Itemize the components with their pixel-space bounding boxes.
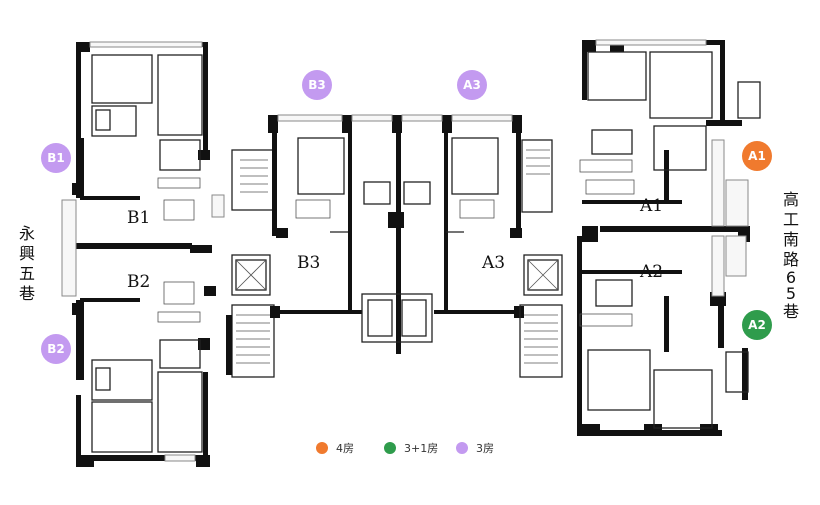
- badge-a2: A2: [742, 310, 772, 340]
- wing-left: [61, 41, 225, 467]
- legend-label: 3+1房: [404, 442, 439, 455]
- street-west: 永 興 五 巷: [16, 224, 38, 304]
- legend-dot: [384, 442, 396, 454]
- legend-item-4-room: 4房: [316, 440, 354, 456]
- badge-b3: B3: [302, 70, 332, 100]
- street-east-char: 高: [782, 190, 799, 209]
- badge-a3: A3: [457, 70, 487, 100]
- street-east-char: 工: [782, 210, 799, 229]
- badge-a1: A1: [742, 141, 772, 171]
- legend-item-3-room: 3房: [456, 440, 494, 456]
- street-east-char: 南: [782, 230, 799, 249]
- wing-right: [577, 39, 761, 436]
- legend-label: 3房: [476, 442, 494, 455]
- core-right: [519, 139, 563, 378]
- unit-label-b3: B3: [297, 253, 321, 273]
- badge-b2: B2: [41, 334, 71, 364]
- legend-dot: [316, 442, 328, 454]
- unit-label-a2: A2: [640, 262, 664, 282]
- legend-dot: [456, 442, 468, 454]
- unit-label-b2: B2: [127, 272, 151, 292]
- core-left: [204, 149, 275, 378]
- street-east-char: 路: [782, 250, 799, 269]
- unit-label-b1: B1: [127, 208, 151, 228]
- legend-label: 4房: [336, 442, 354, 455]
- street-west-char: 五: [18, 264, 35, 283]
- legend-item-3-plus-1-room: 3+1房: [384, 440, 438, 456]
- street-east-char: 巷: [782, 302, 799, 321]
- street-east-char: 5: [785, 284, 797, 303]
- street-west-char: 巷: [18, 284, 35, 303]
- unit-label-a3: A3: [482, 253, 506, 273]
- wing-center: [268, 114, 524, 354]
- unit-label-a1: A1: [640, 196, 664, 216]
- street-west-char: 興: [18, 244, 35, 263]
- street-east-char: 6: [785, 268, 797, 287]
- street-west-char: 永: [18, 224, 35, 243]
- badge-b1: B1: [41, 143, 71, 173]
- street-east: 高 工 南 路 6 5 巷: [780, 190, 802, 322]
